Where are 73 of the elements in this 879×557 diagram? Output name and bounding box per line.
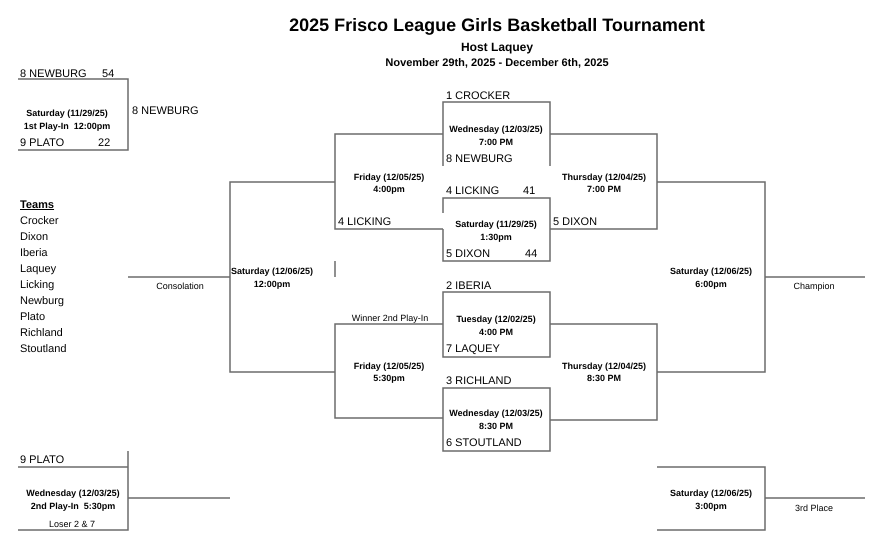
game-bracket xyxy=(657,467,765,530)
team-name: 2 IBERIA xyxy=(446,279,492,293)
score: 22 xyxy=(98,136,110,150)
game-bracket xyxy=(550,324,657,420)
team-list-item: Plato xyxy=(20,311,46,324)
game-time: 5:30pm xyxy=(373,372,405,384)
game-time: 8:30 PM xyxy=(587,372,621,384)
team-list-item: Crocker xyxy=(20,215,59,228)
edge-label: Champion xyxy=(793,281,835,291)
bracket-line xyxy=(765,497,865,499)
game-time: 4:00 PM xyxy=(479,326,513,338)
game-time: 7:00 PM xyxy=(479,136,513,148)
winner-name: 8 NEWBURG xyxy=(132,104,199,118)
score: 44 xyxy=(525,247,538,261)
game-date: Wednesday (12/03/25) xyxy=(26,487,120,499)
game-date: Friday (12/05/25) xyxy=(354,171,424,183)
edge-label: Consolation xyxy=(156,281,204,291)
game-date: Wednesday (12/03/25) xyxy=(449,123,543,135)
game-time: 3:00pm xyxy=(695,500,727,512)
game-time: 1st Play-In 12:00pm xyxy=(24,120,110,132)
team-list-item: Licking xyxy=(20,279,54,292)
game-time: 8:30 PM xyxy=(479,420,513,432)
bracket-line xyxy=(128,497,230,499)
team-name: 8 NEWBURG xyxy=(446,152,513,166)
team-list-item: Newburg xyxy=(20,295,64,308)
game-date: Saturday (12/06/25) xyxy=(670,487,752,499)
bracket-line xyxy=(765,276,865,278)
game-date: Saturday (12/06/25) xyxy=(230,265,314,277)
game-time: 6:00pm xyxy=(695,278,727,290)
team-name: 4 LICKING xyxy=(338,215,392,229)
team-list-item: Dixon xyxy=(20,231,48,244)
game-time: 2nd Play-In 5:30pm xyxy=(30,500,116,512)
game-date: Tuesday (12/02/25) xyxy=(456,313,536,325)
game-time: 12:00pm xyxy=(254,278,290,290)
list-heading: Teams xyxy=(20,199,54,212)
team-name: 9 PLATO xyxy=(20,453,64,467)
bracket-note: Winner 2nd Play-In xyxy=(352,312,428,324)
game-bracket xyxy=(335,134,443,229)
team-name: 5 DIXON xyxy=(446,247,490,261)
game-date: Saturday (12/06/25) xyxy=(670,265,752,277)
team-name: 8 NEWBURG xyxy=(20,67,87,81)
game-time: 4:00pm xyxy=(373,183,405,195)
team-list-item: Richland xyxy=(20,327,63,340)
game-bracket xyxy=(657,182,765,372)
subtitle: Host Laquey xyxy=(461,40,533,54)
team-list-item: Laquey xyxy=(20,263,56,276)
team-name: 9 PLATO xyxy=(20,136,64,150)
date-range: November 29th, 2025 - December 6th, 2025 xyxy=(385,57,609,70)
team-list-item: Stoutland xyxy=(20,343,66,356)
score: 54 xyxy=(102,67,114,81)
game-time: 1:30pm xyxy=(480,231,512,243)
team-name: 4 LICKING xyxy=(446,184,500,198)
title: 2025 Frisco League Girls Basketball Tournament xyxy=(289,15,705,36)
bracket-line xyxy=(128,276,230,278)
team-name: 7 LAQUEY xyxy=(446,342,500,356)
bracket-note: Loser 2 & 7 xyxy=(48,518,96,530)
game-date: Thursday (12/04/25) xyxy=(562,360,646,372)
team-name: 3 RICHLAND xyxy=(446,374,512,388)
game-time: 7:00 PM xyxy=(587,183,621,195)
game-date: Saturday (11/29/25) xyxy=(455,218,537,230)
game-bracket xyxy=(18,451,128,530)
game-date: Thursday (12/04/25) xyxy=(562,171,646,183)
game-date: Friday (12/05/25) xyxy=(354,360,424,372)
game-bracket xyxy=(230,182,335,372)
game-bracket xyxy=(550,134,657,229)
team-name: 6 STOUTLAND xyxy=(446,436,522,450)
score: 41 xyxy=(523,184,536,198)
edge-label: 3rd Place xyxy=(794,503,834,513)
team-name: 5 DIXON xyxy=(553,215,598,229)
game-date: Wednesday (12/03/25) xyxy=(449,407,543,419)
team-name: 1 CROCKER xyxy=(446,89,510,103)
team-list-item: Iberia xyxy=(20,247,48,260)
game-date: Saturday (11/29/25) xyxy=(26,107,108,119)
